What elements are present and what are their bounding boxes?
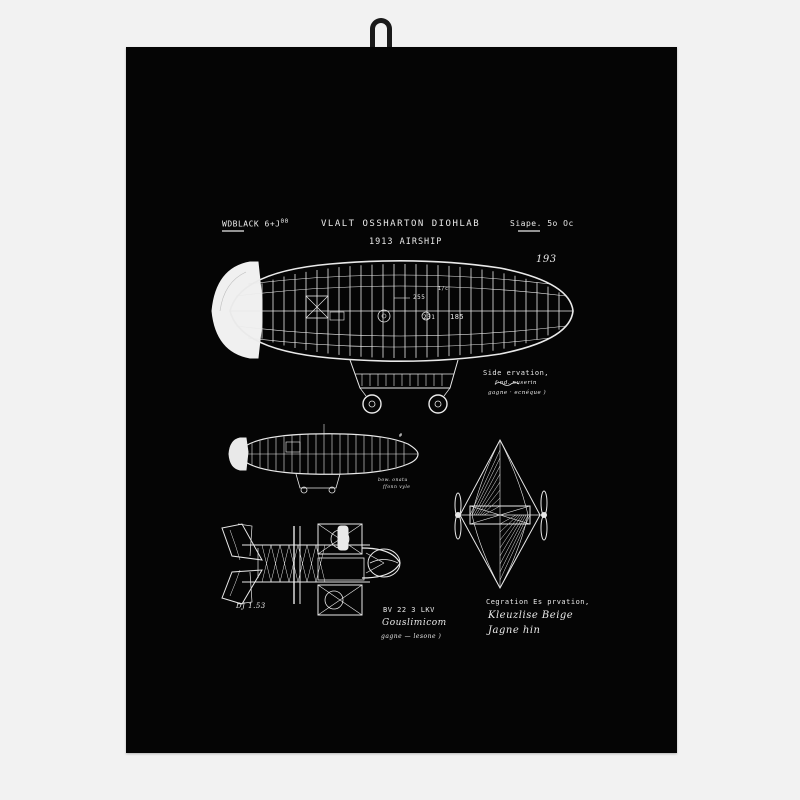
front-brace	[483, 505, 501, 516]
header-left: WDBLACK 6+J00	[222, 218, 289, 229]
plan-strut	[297, 544, 308, 583]
front-brace	[499, 514, 525, 557]
side-elevation-line2: gagne · ecnéque )	[488, 390, 547, 396]
side-elevation-line1: f·nd. nuserin	[495, 380, 537, 386]
small-airship-caption2: ffonn vyle	[383, 485, 411, 490]
plan-script2: gagne — lesone )	[381, 633, 442, 640]
header-center: VLALT OSSHARTON DIOHLAB	[321, 219, 481, 229]
front-brace	[481, 497, 501, 516]
label-255: 255	[413, 294, 426, 301]
label-1c: 1/c	[438, 286, 449, 292]
front-brace	[499, 514, 517, 525]
side-elevation-title: Side ervation,	[483, 369, 550, 377]
label-185: 185	[450, 313, 465, 321]
plan-strut	[288, 544, 299, 583]
header-left-text: WDBLACK 6+J	[222, 219, 281, 229]
front-brace	[471, 457, 501, 516]
plan-strut	[279, 544, 290, 583]
header-right: Siape. 5o Oc	[510, 219, 574, 228]
front-brace	[475, 473, 501, 516]
front-brace	[499, 514, 521, 541]
plan-strut	[270, 544, 281, 583]
front-brace	[499, 514, 527, 565]
front-brace	[499, 514, 531, 581]
front-view	[454, 438, 548, 590]
plan-view	[221, 523, 401, 616]
plan-strut	[306, 544, 317, 583]
small-airship-marker: #	[399, 433, 403, 439]
small-airship	[228, 424, 419, 494]
main-airship	[211, 260, 574, 414]
scribbles	[494, 382, 520, 386]
front-brace	[479, 489, 501, 516]
hanging-loop	[370, 18, 392, 52]
hull-porthole	[377, 309, 391, 323]
plan-strut	[315, 544, 326, 583]
front-brace	[499, 514, 529, 573]
main-tail-fin	[211, 261, 263, 359]
plan-engine-bottom	[317, 584, 363, 616]
plan-engine-top	[317, 523, 363, 555]
plan-left-label: DJ 1.53	[236, 602, 266, 610]
front-view-title: Cegration Es prvation,	[486, 598, 590, 606]
label-231: 231	[423, 314, 436, 321]
front-brace	[477, 481, 501, 516]
front-view-script2: Jagne hin	[488, 625, 541, 636]
front-brace	[499, 514, 519, 533]
front-prop-right	[540, 490, 548, 516]
front-view-script1: Kleuzlise Beige	[488, 610, 574, 621]
plan-right-label: BV 22 3 LKV	[383, 606, 435, 614]
drawing-subtitle: 1913 AIRSHIP	[369, 237, 443, 247]
tea-towel	[126, 47, 677, 753]
front-brace	[473, 465, 501, 516]
front-brace	[469, 449, 501, 516]
hull-panel	[305, 295, 329, 319]
hull-porthole-2	[421, 311, 431, 321]
plan-strut	[261, 544, 272, 583]
front-brace	[499, 514, 523, 549]
gondola-wheel-right	[428, 394, 448, 414]
sheet-number: 193	[536, 254, 557, 265]
plan-script1: Gouslimicom	[382, 618, 447, 628]
small-airship-caption1: bow. onatu	[378, 478, 408, 483]
header-left-sup: 00	[280, 218, 289, 225]
gondola-wheel-left	[362, 394, 382, 414]
